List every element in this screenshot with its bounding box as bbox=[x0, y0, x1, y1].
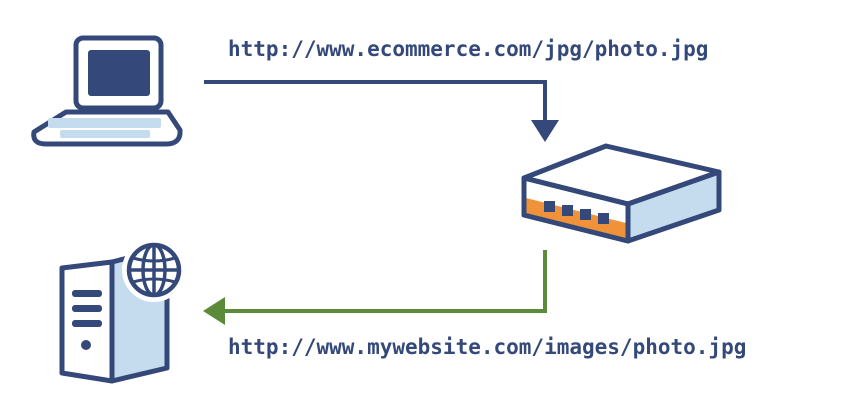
web-server-icon bbox=[59, 238, 186, 384]
globe-icon bbox=[126, 242, 182, 298]
router-icon bbox=[521, 143, 722, 244]
laptop-icon bbox=[31, 35, 183, 147]
request-arrow bbox=[204, 80, 559, 142]
request-url-label: http://www.ecommerce.com/jpg/photo.jpg bbox=[228, 37, 708, 61]
response-url-label: http://www.mywebsite.com/images/photo.jp… bbox=[228, 335, 746, 359]
response-arrow bbox=[203, 250, 547, 325]
